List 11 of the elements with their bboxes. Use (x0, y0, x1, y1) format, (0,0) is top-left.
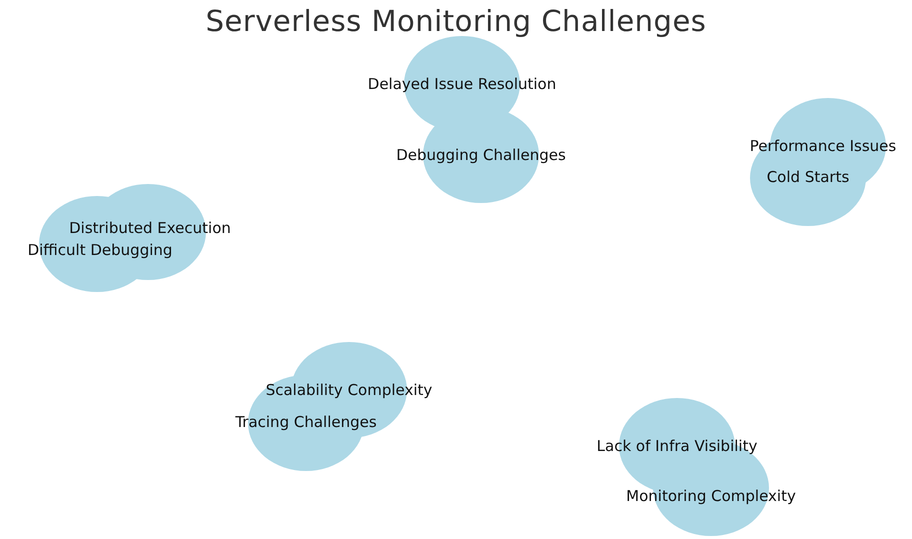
node-label: Performance Issues (750, 137, 896, 155)
diagram-title: Serverless Monitoring Challenges (204, 4, 708, 38)
node-label: Delayed Issue Resolution (368, 75, 556, 93)
node-label: Scalability Complexity (266, 381, 432, 399)
node-label: Lack of Infra Visibility (596, 437, 758, 455)
node-label: Difficult Debugging (28, 241, 172, 259)
node-label: Distributed Execution (69, 219, 231, 237)
node-label: Debugging Challenges (396, 146, 566, 164)
node-label: Monitoring Complexity (626, 487, 796, 505)
node-label: Tracing Challenges (235, 413, 377, 431)
node-label: Cold Starts (766, 168, 850, 186)
